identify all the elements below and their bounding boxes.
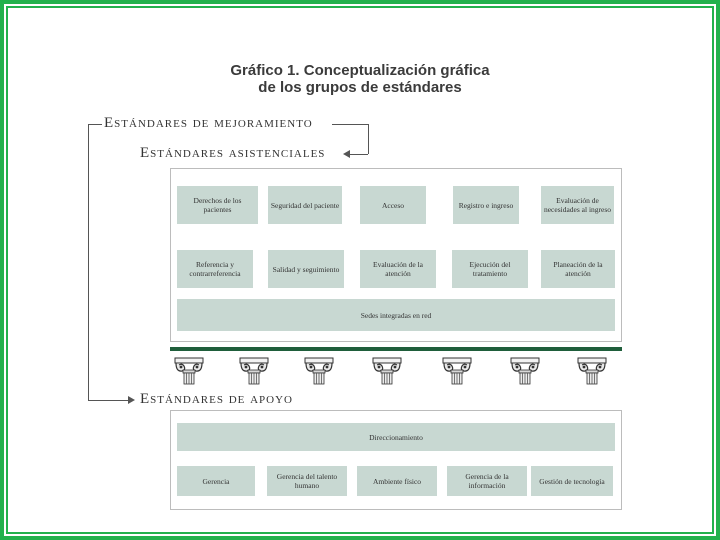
box-direccionamiento: Direccionamiento (177, 423, 615, 451)
column-icon (442, 357, 472, 385)
box-registro-ingreso: Registro e ingreso (453, 186, 519, 224)
arrow-left-icon (343, 150, 350, 158)
column-icon (577, 357, 607, 385)
connector-left-top (88, 124, 102, 125)
box-seguridad-paciente: Seguridad del paciente (268, 186, 342, 224)
column-icon (174, 357, 204, 385)
heading-apoyo: Estándares de apoyo (140, 391, 294, 407)
column-icon (372, 357, 402, 385)
column-icon (239, 357, 269, 385)
box-ambiente-fisico: Ambiente físico (357, 466, 437, 496)
arrow-right-icon (128, 396, 135, 404)
inner-frame (6, 6, 714, 534)
box-sedes-integradas: Sedes integradas en red (177, 299, 615, 331)
connector-left-bottom (88, 400, 128, 401)
box-gerencia-talento-humano: Gerencia del talento humano (267, 466, 347, 496)
box-gerencia: Gerencia (177, 466, 255, 496)
apoyo-panel: Direccionamiento Gerencia Gerencia del t… (170, 410, 622, 510)
column-icon (304, 357, 334, 385)
heading-mejoramiento: Estándares de mejoramiento (104, 115, 313, 131)
connector-right-top (332, 124, 368, 125)
box-planeacion-atencion: Planeación de la atención (541, 250, 615, 288)
connector-left-vertical (88, 124, 89, 400)
divider-bar (170, 347, 622, 351)
box-evaluacion-necesidades: Evaluación de necesidades al ingreso (541, 186, 614, 224)
box-referencia-contrarreferencia: Referencia y contrarreferencia (177, 250, 253, 288)
box-gestion-tecnologia: Gestión de tecnología (531, 466, 613, 496)
title-line-1: Gráfico 1. Conceptualización gráfica (230, 62, 490, 79)
box-derechos-pacientes: Derechos de los pacientes (177, 186, 258, 224)
heading-asistenciales: Estándares asistenciales (140, 145, 326, 161)
column-icon (510, 357, 540, 385)
box-gerencia-informacion: Gerencia de la información (447, 466, 527, 496)
box-salidad-seguimiento: Salidad y seguimiento (268, 250, 344, 288)
connector-right-bottom (350, 154, 368, 155)
connector-right-vertical (368, 124, 369, 154)
title-line-2: de los grupos de estándares (258, 79, 462, 96)
box-acceso: Acceso (360, 186, 426, 224)
box-evaluacion-atencion: Evaluación de la atención (360, 250, 436, 288)
asistenciales-panel: Derechos de los pacientes Seguridad del … (170, 168, 622, 342)
box-ejecucion-tratamiento: Ejecución del tratamiento (452, 250, 528, 288)
